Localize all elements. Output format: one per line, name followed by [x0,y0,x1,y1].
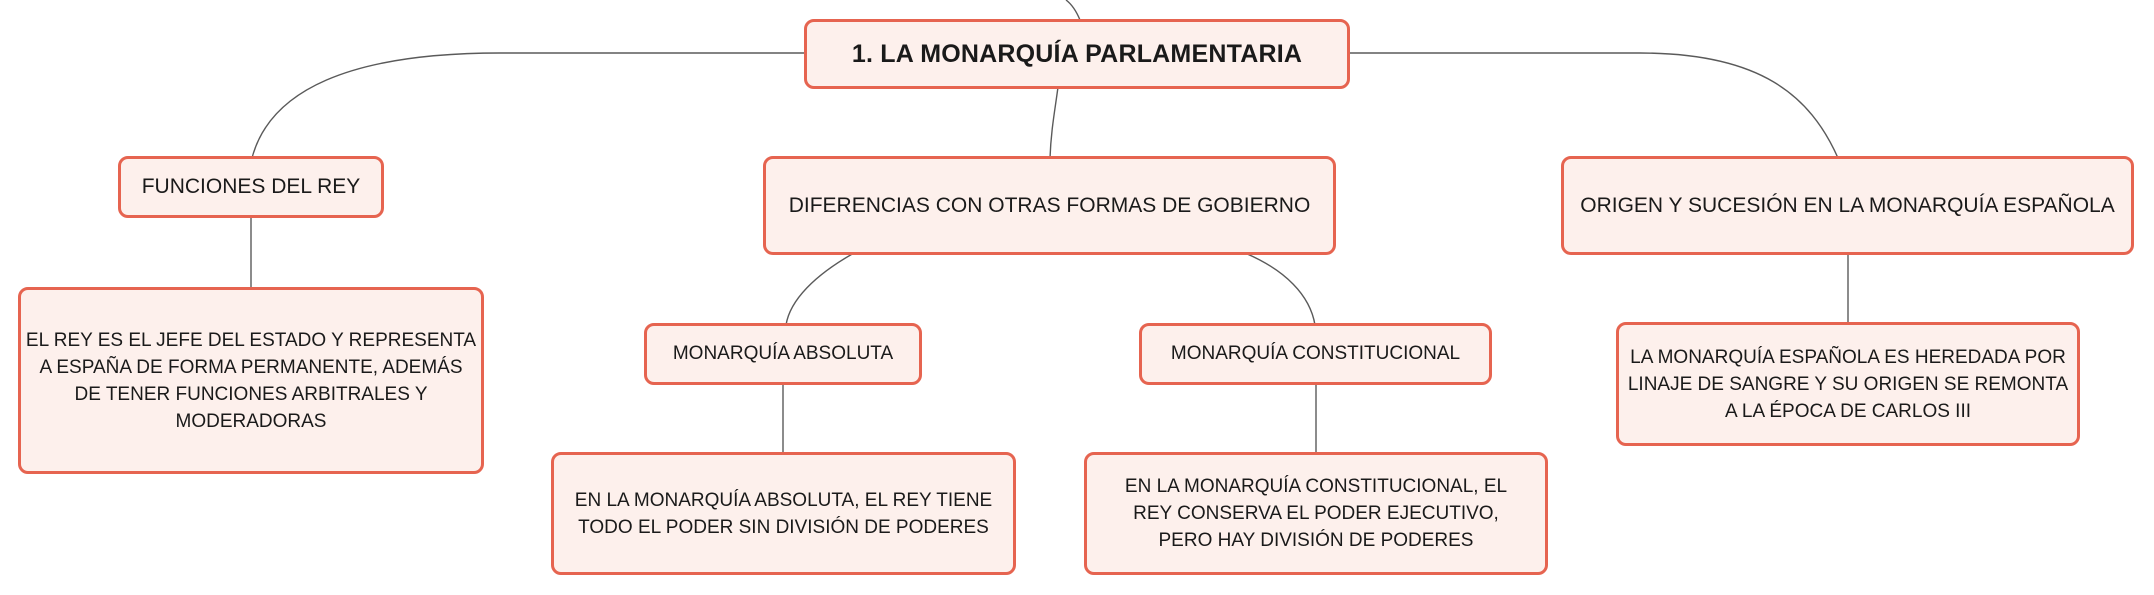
connector-root-origen [1348,52,1839,159]
detail-funciones[interactable]: EL REY ES EL JEFE DEL ESTADO Y REPRESENT… [18,287,484,474]
branch-origen-label: ORIGEN Y SUCESIÓN EN LA MONARQUÍA ESPAÑO… [1580,193,2115,217]
branch-diferencias[interactable]: DIFERENCIAS CON OTRAS FORMAS DE GOBIERNO [763,156,1336,255]
sub-monarquia-absoluta[interactable]: MONARQUÍA ABSOLUTA [644,323,922,385]
sub-absoluta-label: MONARQUÍA ABSOLUTA [672,343,894,364]
detail-origen-text: LA MONARQUÍA ESPAÑOLA ES HEREDADA POR LI… [1627,346,2069,422]
sub-constitucional-label: MONARQUÍA CONSTITUCIONAL [1170,343,1461,364]
root-node[interactable]: 1. LA MONARQUÍA PARLAMENTARIA [804,19,1350,89]
connector-root-diferencias [1049,86,1059,159]
connector-diferencias-constitucional [1244,252,1316,326]
root-label: 1. LA MONARQUÍA PARLAMENTARIA [851,39,1303,68]
detail-origen[interactable]: LA MONARQUÍA ESPAÑOLA ES HEREDADA POR LI… [1616,322,2080,446]
detail-constitucional[interactable]: EN LA MONARQUÍA CONSTITUCIONAL, EL REY C… [1084,452,1548,575]
branch-diferencias-label: DIFERENCIAS CON OTRAS FORMAS DE GOBIERNO [788,193,1311,217]
connector-root-parent [1065,0,1081,21]
detail-constitucional-text: EN LA MONARQUÍA CONSTITUCIONAL, EL REY C… [1124,476,1508,551]
sub-monarquia-constitucional[interactable]: MONARQUÍA CONSTITUCIONAL [1139,323,1492,385]
connector-diferencias-absoluta [785,252,855,326]
detail-funciones-text: EL REY ES EL JEFE DEL ESTADO Y REPRESENT… [25,329,477,432]
branch-funciones-del-rey[interactable]: FUNCIONES DEL REY [118,156,384,218]
branch-origen-sucesion[interactable]: ORIGEN Y SUCESIÓN EN LA MONARQUÍA ESPAÑO… [1561,156,2134,255]
detail-absoluta-text: EN LA MONARQUÍA ABSOLUTA, EL REY TIENE T… [574,489,993,538]
connector-root-funciones [251,52,805,159]
detail-absoluta[interactable]: EN LA MONARQUÍA ABSOLUTA, EL REY TIENE T… [551,452,1016,575]
branch-funciones-label: FUNCIONES DEL REY [141,175,361,198]
